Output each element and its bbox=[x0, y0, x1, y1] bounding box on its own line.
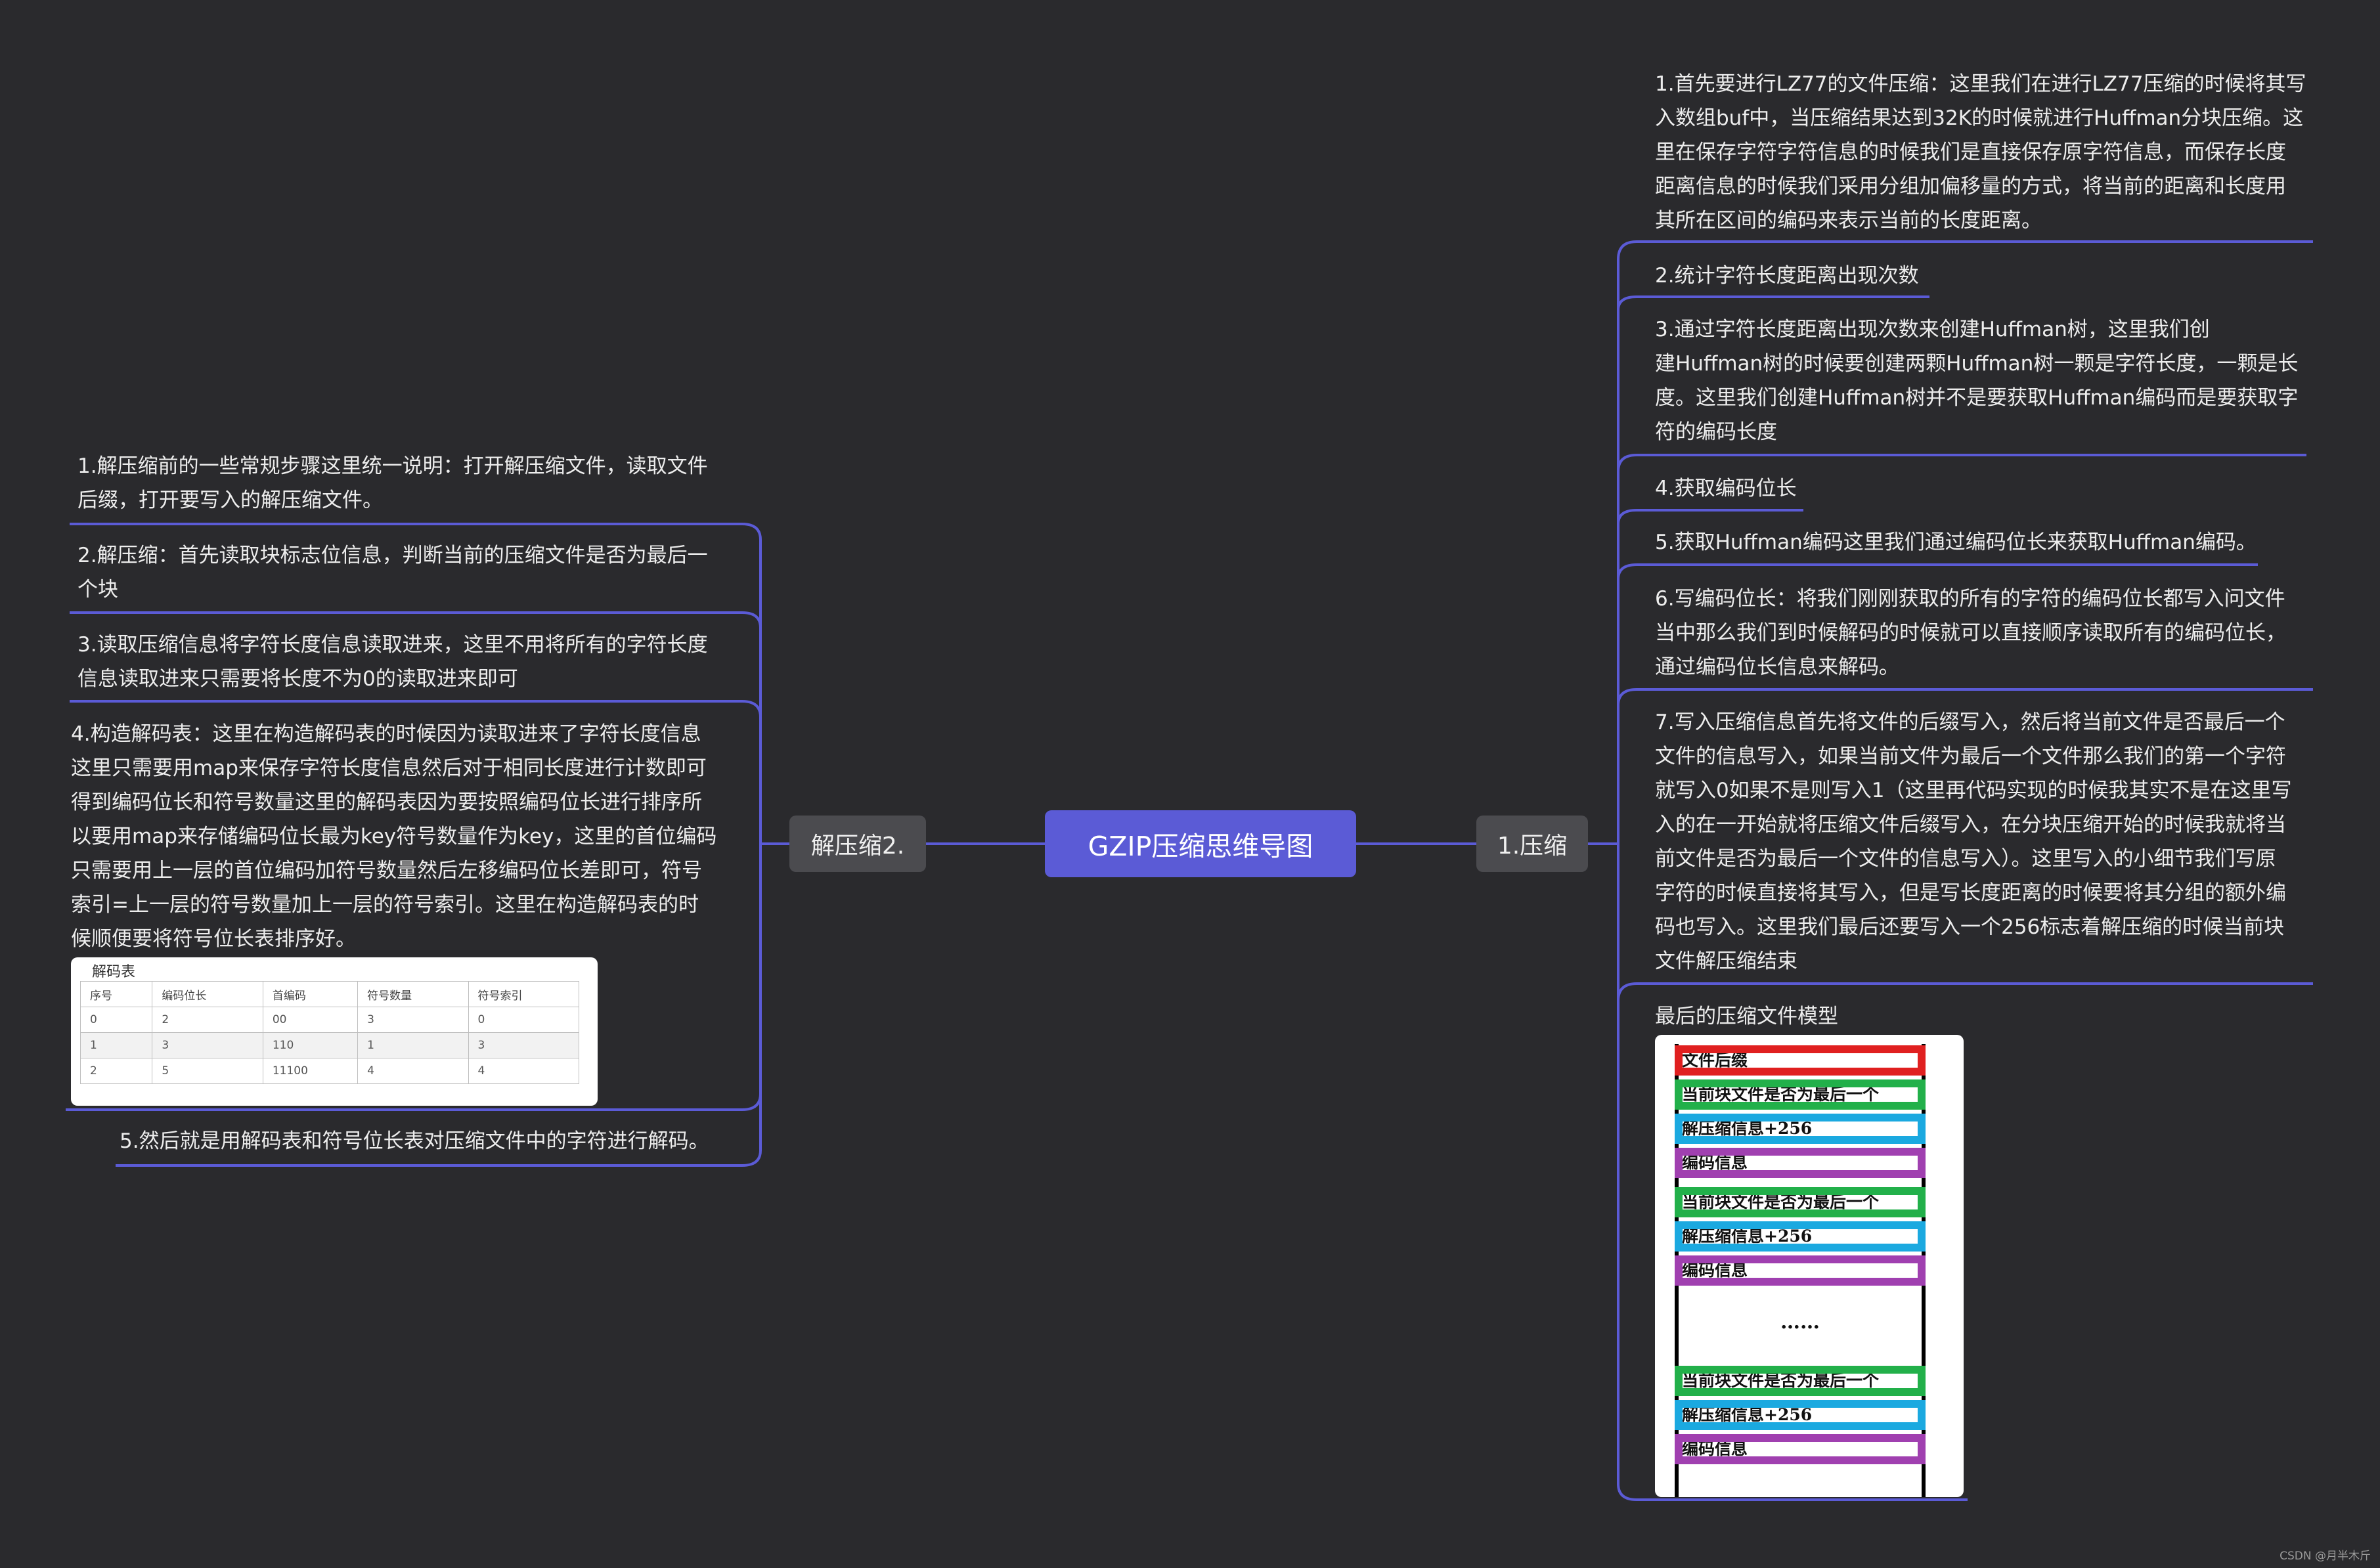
table-cell: 5 bbox=[152, 1058, 263, 1084]
right-underline-7 bbox=[1617, 982, 2313, 1001]
decode-table-header-row: 序号 编码位长 首编码 符号数量 符号索引 bbox=[79, 981, 580, 1007]
table-cell: 0 bbox=[468, 1007, 580, 1033]
branch-compress[interactable]: 1.压缩 bbox=[1476, 816, 1588, 872]
decompress-step-4[interactable]: 4.构造解码表：这里在构造解码表的时候因为读取进来了字符长度信息 这里只需要用m… bbox=[71, 722, 717, 951]
model-ellipsis: …… bbox=[1780, 1311, 1820, 1334]
table-cell: 00 bbox=[262, 1007, 359, 1033]
model-box: 编码信息 bbox=[1675, 1434, 1926, 1464]
compress-step-7[interactable]: 7.写入压缩信息首先将文件的后缀写入，然后将当前文件是否最后一个 文件的信息写入… bbox=[1655, 710, 2292, 973]
compress-step-6[interactable]: 6.写编码位长：将我们刚刚获取的所有的字符的编码位长都写入问文件 当中那么我们到… bbox=[1655, 587, 2286, 679]
table-cell: 3 bbox=[357, 1007, 469, 1033]
table-cell: 1 bbox=[357, 1032, 469, 1058]
compress-step-1[interactable]: 1.首先要进行LZ77的文件压缩：这里我们在进行LZ77压缩的时候将其写 入数组… bbox=[1655, 72, 2306, 232]
compress-model-title[interactable]: 最后的压缩文件模型 bbox=[1655, 1005, 1838, 1028]
compress-step-5[interactable]: 5.获取Huffman编码这里我们通过编码位长来获取Huffman编码。 bbox=[1655, 531, 2257, 554]
decompress-step-2[interactable]: 2.解压缩：首先读取块标志位信息，判断当前的压缩文件是否为最后一 个块 bbox=[77, 544, 708, 601]
watermark: CSDN @月半木斤 bbox=[2280, 1550, 2371, 1563]
connector-right-trunk bbox=[1588, 259, 1620, 1484]
model-box: 编码信息 bbox=[1675, 1148, 1926, 1178]
compress-step-3[interactable]: 3.通过字符长度距离出现次数来创建Huffman树，这里我们创 建Huffman… bbox=[1655, 318, 2299, 444]
model-box: 当前块文件是否为最后一个 bbox=[1675, 1366, 1926, 1396]
decompress-step-3[interactable]: 3.读取压缩信息将字符长度信息读取进来，这里不用将所有的字符长度 信息读取进来只… bbox=[77, 633, 708, 691]
left-underline-1 bbox=[70, 523, 762, 540]
model-box: 文件后缀 bbox=[1675, 1045, 1926, 1076]
right-underline-4 bbox=[1617, 509, 1803, 525]
model-box: 编码信息 bbox=[1675, 1255, 1926, 1286]
left-underline-4 bbox=[66, 1093, 762, 1111]
table-cell: 3 bbox=[468, 1032, 580, 1058]
decode-table: 序号 编码位长 首编码 符号数量 符号索引 0 2 00 3 0 1 3 110… bbox=[79, 981, 580, 1084]
table-cell: 2 bbox=[79, 1058, 153, 1084]
right-underline-1 bbox=[1617, 240, 2313, 260]
right-underline-6 bbox=[1617, 688, 2313, 706]
model-box: 解压缩信息+256 bbox=[1675, 1400, 1926, 1430]
decode-table-image: 解码表 序号 编码位长 首编码 符号数量 符号索引 0 2 00 3 0 1 3… bbox=[71, 957, 598, 1106]
model-box: 当前块文件是否为最后一个 bbox=[1675, 1187, 1926, 1217]
decode-table-title: 解码表 bbox=[92, 964, 136, 980]
model-box: 解压缩信息+256 bbox=[1675, 1221, 1926, 1252]
decode-table-header: 符号数量 bbox=[357, 981, 469, 1007]
table-cell: 4 bbox=[468, 1058, 580, 1084]
decompress-step-5[interactable]: 5.然后就是用解码表和符号位长表对压缩文件中的字符进行解码。 bbox=[120, 1129, 709, 1153]
table-row: 0 2 00 3 0 bbox=[79, 1007, 580, 1033]
left-underline-5 bbox=[116, 1150, 762, 1167]
left-underline-2 bbox=[70, 611, 762, 628]
decompress-step-1[interactable]: 1.解压缩前的一些常规步骤这里统一说明：打开解压缩文件，读取文件 后缀，打开要写… bbox=[77, 454, 708, 512]
compress-step-4[interactable]: 4.获取编码位长 bbox=[1655, 477, 1797, 500]
table-row: 1 3 110 1 3 bbox=[79, 1032, 580, 1058]
decode-table-header: 编码位长 bbox=[152, 981, 263, 1007]
left-underline-3 bbox=[70, 700, 762, 718]
table-cell: 110 bbox=[262, 1032, 359, 1058]
table-cell: 11100 bbox=[262, 1058, 359, 1084]
right-underline-5 bbox=[1617, 563, 2258, 580]
table-cell: 1 bbox=[79, 1032, 153, 1058]
table-cell: 0 bbox=[79, 1007, 153, 1033]
table-row: 2 5 11100 4 4 bbox=[79, 1058, 580, 1084]
connector-left-trunk bbox=[759, 540, 789, 1150]
branch-decompress-label: 解压缩2. bbox=[810, 833, 905, 860]
branch-decompress[interactable]: 解压缩2. bbox=[789, 816, 926, 872]
branch-compress-label: 1.压缩 bbox=[1497, 833, 1568, 860]
table-cell: 3 bbox=[152, 1032, 263, 1058]
decode-table-header: 首编码 bbox=[262, 981, 359, 1007]
decode-table-header: 符号索引 bbox=[468, 981, 580, 1007]
table-cell: 4 bbox=[357, 1058, 469, 1084]
right-underline-2 bbox=[1617, 295, 1929, 311]
right-underline-3 bbox=[1617, 454, 2306, 472]
central-topic-label: GZIP压缩思维导图 bbox=[1088, 831, 1313, 862]
table-cell: 2 bbox=[152, 1007, 263, 1033]
model-box: 解压缩信息+256 bbox=[1675, 1114, 1926, 1144]
central-topic[interactable]: GZIP压缩思维导图 bbox=[1045, 810, 1356, 877]
model-box: 当前块文件是否为最后一个 bbox=[1675, 1079, 1926, 1110]
right-underline-8 bbox=[1617, 1483, 1968, 1501]
decode-table-header: 序号 bbox=[79, 981, 153, 1007]
compress-step-2[interactable]: 2.统计字符长度距离出现次数 bbox=[1655, 264, 1919, 288]
